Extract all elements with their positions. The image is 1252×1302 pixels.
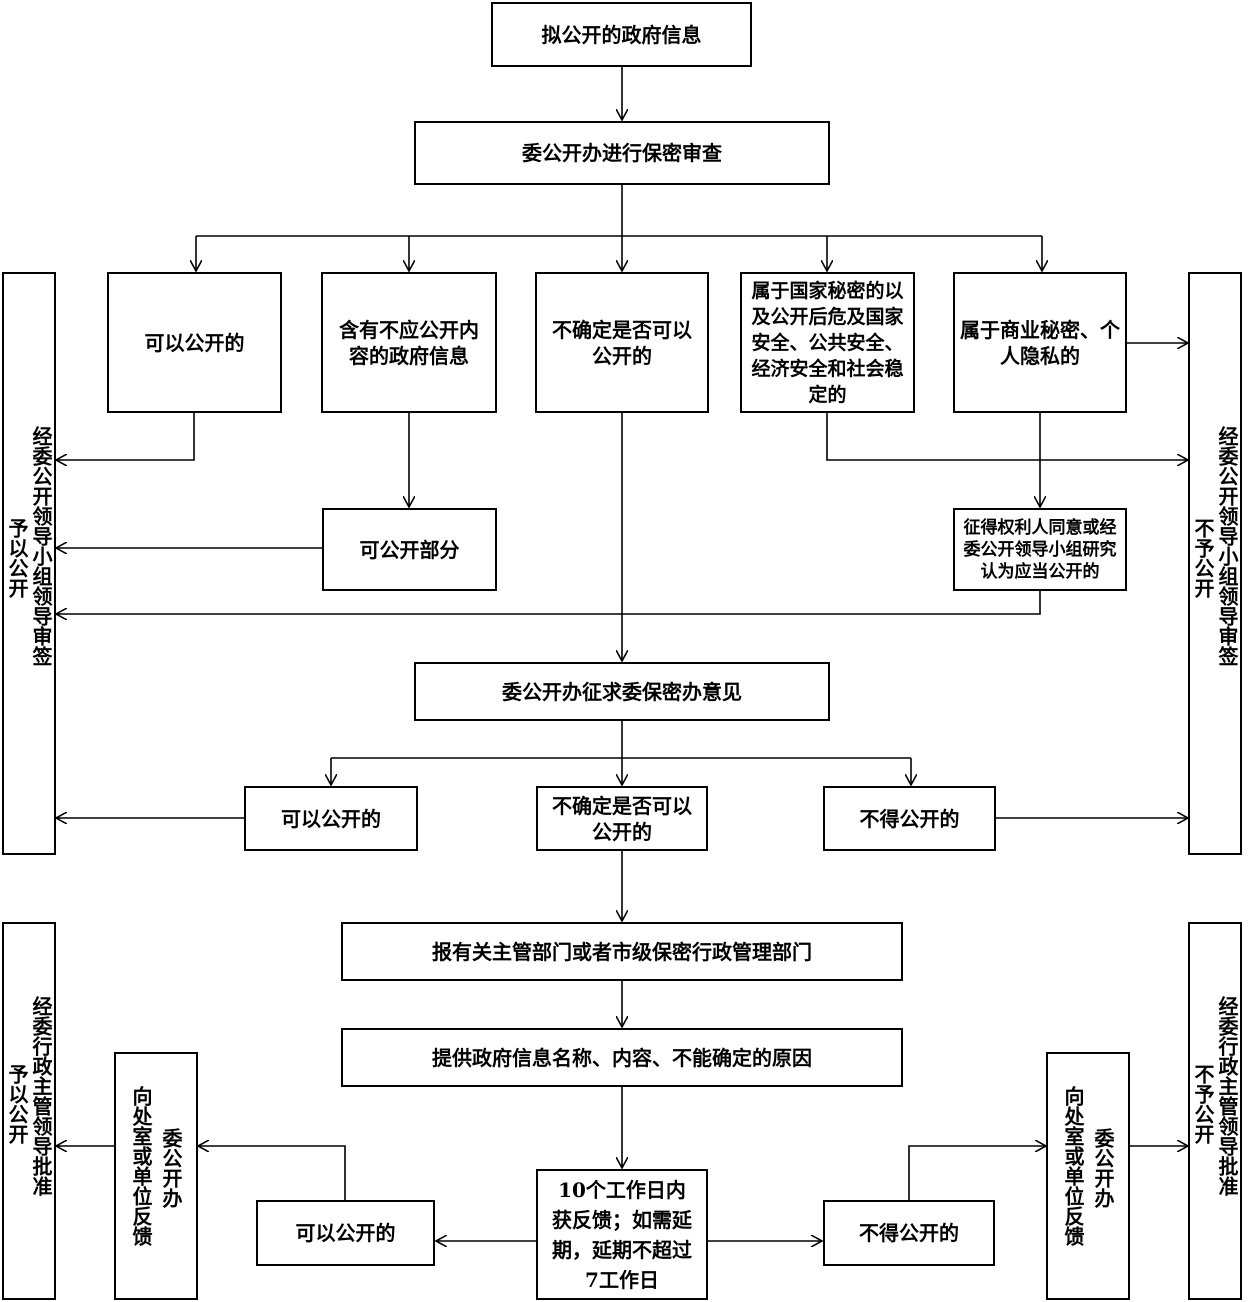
left-bottom-panel: 经委行政主管领导批准 予以公开 bbox=[2, 922, 56, 1300]
right-bottom-decision: 不予公开 bbox=[1191, 1064, 1215, 1144]
consult-secrecy-box: 委公开办征求委保密办意见 bbox=[414, 662, 830, 721]
left-feedback-office: 委公开办 bbox=[159, 1128, 183, 1208]
right-top-approver: 经委公开领导小组领导审签 bbox=[1215, 426, 1239, 666]
left-feedback-panel: 委公开办 向处室或单位反馈 bbox=[114, 1052, 198, 1300]
left-top-decision: 予以公开 bbox=[5, 518, 29, 598]
right-top-panel: 经委公开领导小组领导审签 不予公开 bbox=[1188, 272, 1242, 855]
contains-non-public-box: 含有不应公开内容的政府信息 bbox=[321, 272, 497, 413]
commercial-secret-box: 属于商业秘密、个人隐私的 bbox=[953, 272, 1127, 413]
uncertain-box: 不确定是否可以公开的 bbox=[535, 272, 709, 413]
cannot-open-3-box: 不得公开的 bbox=[823, 1200, 995, 1266]
provide-info-box: 提供政府信息名称、内容、不能确定的原因 bbox=[341, 1028, 903, 1087]
can-open-box: 可以公开的 bbox=[107, 272, 282, 413]
review-box: 委公开办进行保密审查 bbox=[414, 121, 830, 185]
left-top-panel: 经委公开领导小组领导审签 予以公开 bbox=[2, 272, 56, 855]
right-feedback-panel: 委公开办 向处室或单位反馈 bbox=[1046, 1052, 1130, 1300]
cannot-open-box: 不得公开的 bbox=[823, 786, 996, 851]
left-bottom-decision: 予以公开 bbox=[5, 1064, 29, 1144]
right-top-decision: 不予公开 bbox=[1191, 518, 1215, 598]
state-secret-box: 属于国家秘密的以及公开后危及国家安全、公共安全、经济安全和社会稳定的 bbox=[740, 272, 915, 413]
uncertain-2-box: 不确定是否可以公开的 bbox=[536, 786, 708, 851]
right-bottom-approver: 经委行政主管领导批准 bbox=[1215, 996, 1239, 1196]
report-box: 报有关主管部门或者市级保密行政管理部门 bbox=[341, 922, 903, 981]
right-feedback-office: 委公开办 bbox=[1091, 1128, 1115, 1208]
left-bottom-approver: 经委行政主管领导批准 bbox=[29, 996, 53, 1196]
right-bottom-panel: 经委行政主管领导批准 不予公开 bbox=[1188, 922, 1242, 1300]
start-box: 拟公开的政府信息 bbox=[491, 2, 752, 67]
left-top-approver: 经委公开领导小组领导审签 bbox=[29, 426, 53, 666]
right-feedback-action: 向处室或单位反馈 bbox=[1061, 1086, 1085, 1246]
feedback-10days-box: 10个工作日内获反馈；如需延期，延期不超过7工作日 bbox=[536, 1169, 708, 1300]
left-feedback-action: 向处室或单位反馈 bbox=[129, 1086, 153, 1246]
can-open-2-box: 可以公开的 bbox=[244, 786, 418, 851]
partial-open-box: 可公开部分 bbox=[322, 508, 497, 591]
consent-box: 征得权利人同意或经委公开领导小组研究认为应当公开的 bbox=[953, 508, 1127, 591]
can-open-3-box: 可以公开的 bbox=[256, 1200, 435, 1266]
